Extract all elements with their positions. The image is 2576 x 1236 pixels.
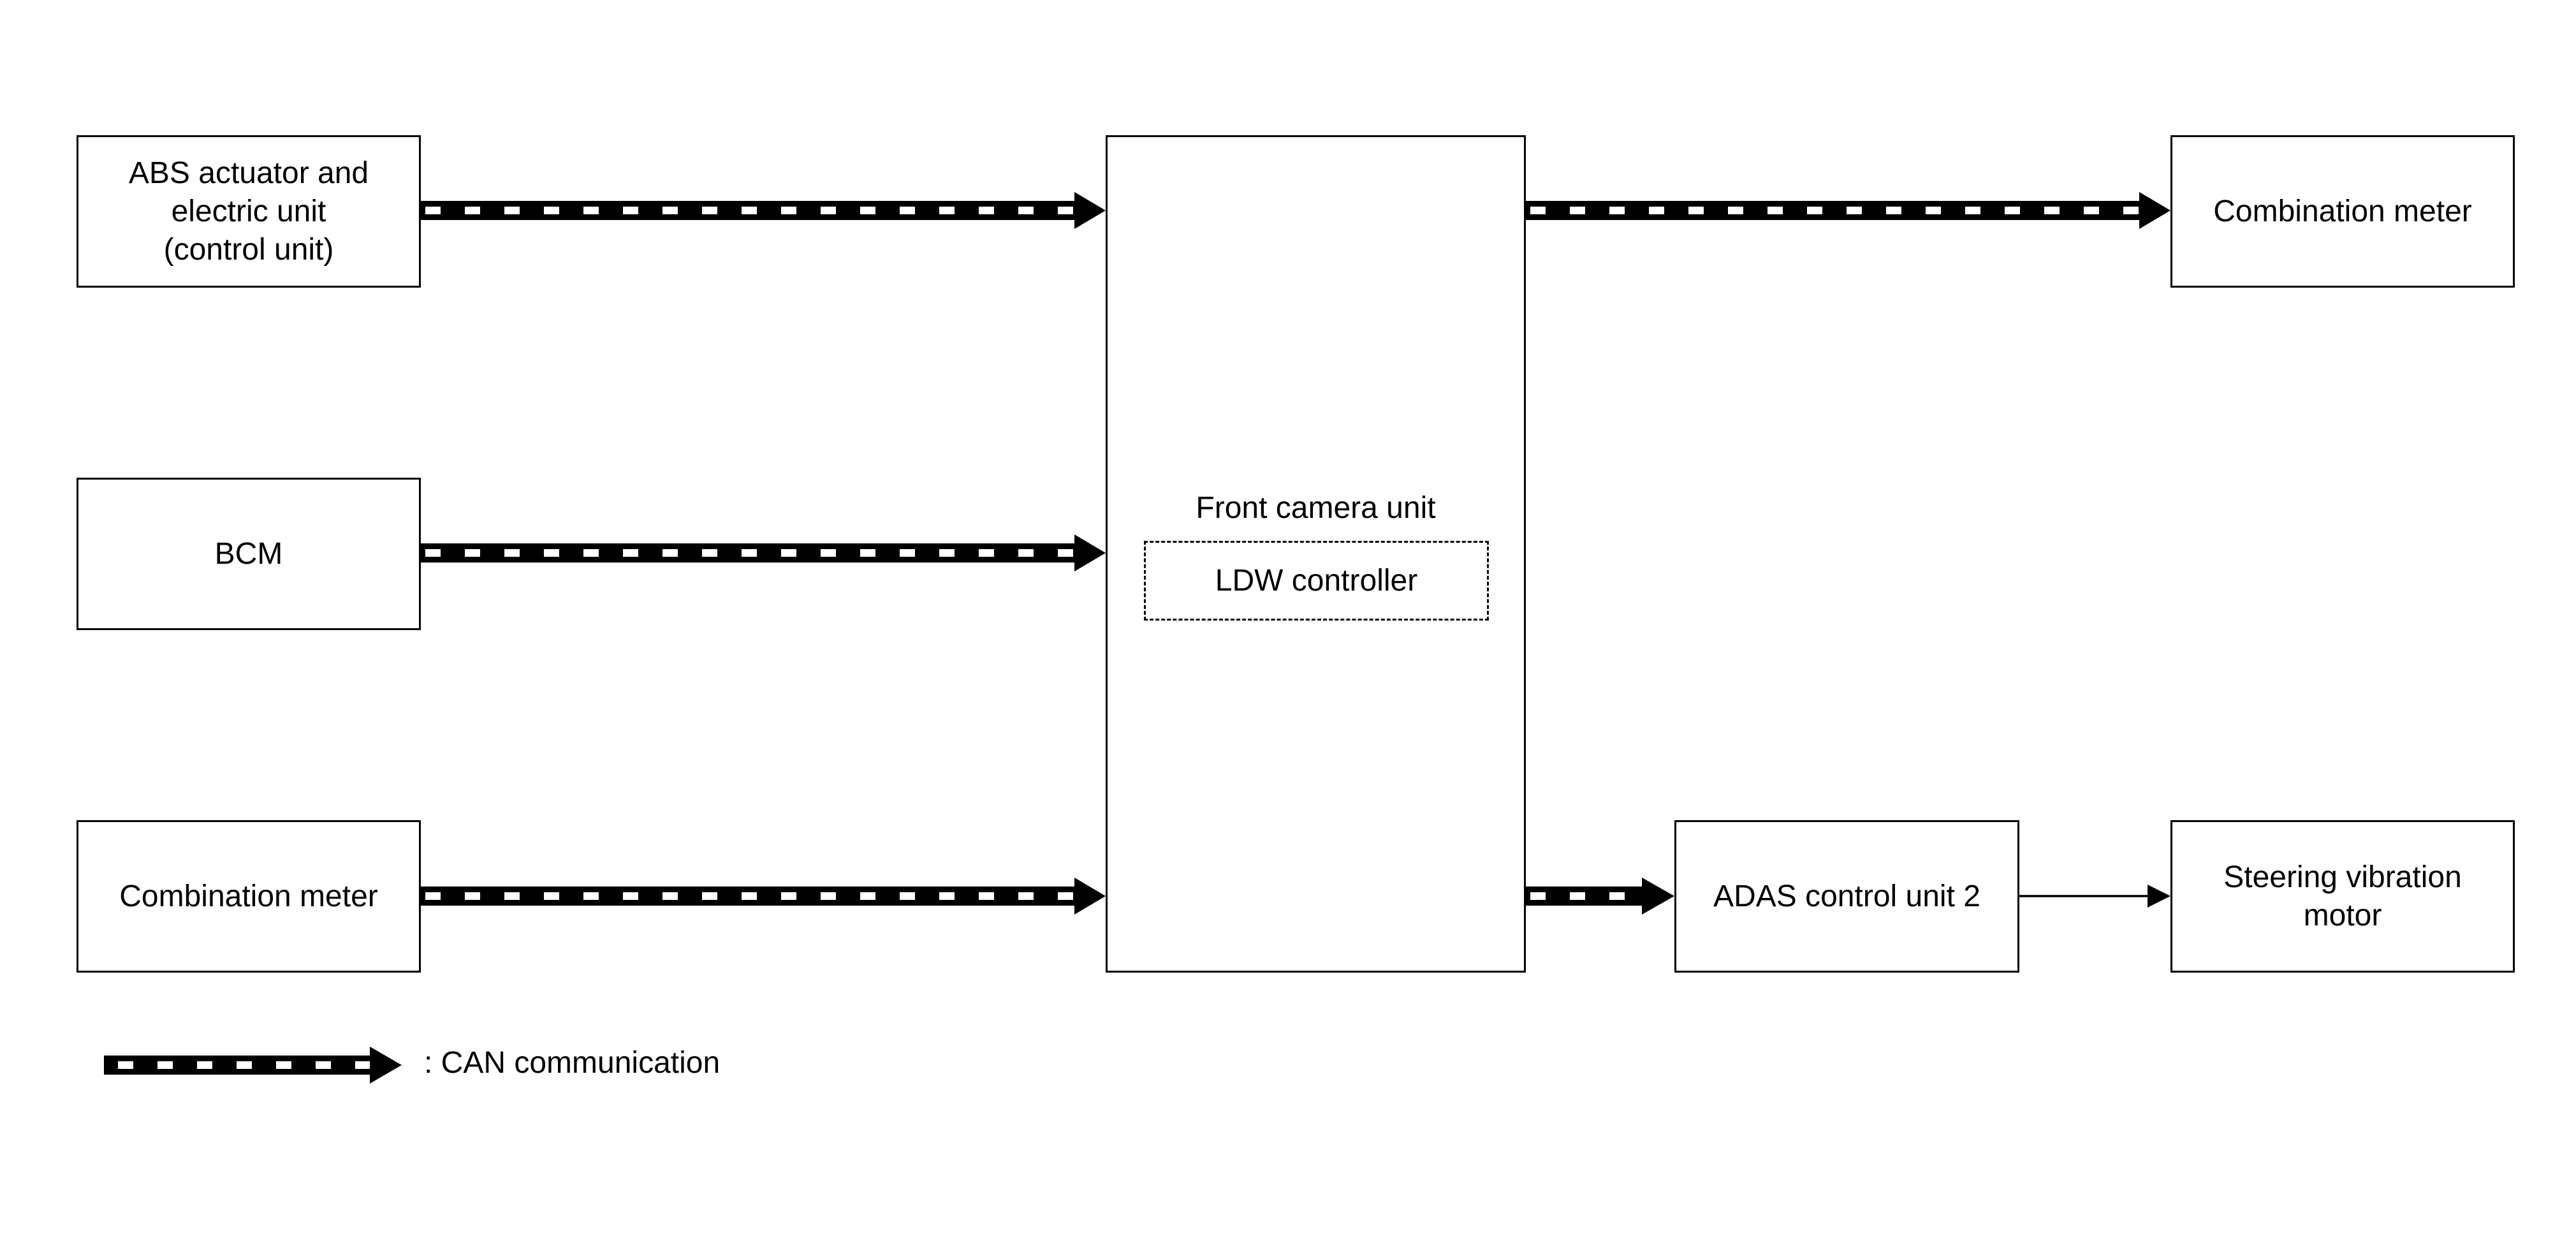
combination-meter-output-box: Combination meter xyxy=(2170,135,2515,288)
can-arrow-abs-to-front-camera xyxy=(421,192,1106,229)
abs-actuator-label: ABS actuator and electric unit (control … xyxy=(128,156,369,267)
ldw-controller-label: LDW controller xyxy=(1215,563,1418,598)
abs-actuator-box: ABS actuator and electric unit (control … xyxy=(77,135,421,288)
ldw-controller-box: LDW controller xyxy=(1144,541,1489,621)
legend-can-label: : CAN communication xyxy=(424,1046,721,1080)
front-camera-unit-label: Front camera unit xyxy=(1196,491,1436,525)
front-camera-unit-box: Front camera unit LDW controller xyxy=(1106,135,1526,973)
bcm-label: BCM xyxy=(214,536,283,571)
steering-vibration-motor-label: Steering vibration motor xyxy=(2223,860,2462,932)
combination-meter-input-box: Combination meter xyxy=(77,820,421,973)
can-arrow-front-camera-to-combination-meter xyxy=(1526,192,2170,229)
can-arrow-bcm-to-front-camera xyxy=(421,534,1106,571)
adas-control-unit-box: ADAS control unit 2 xyxy=(1674,820,2019,973)
can-arrow-combination-meter-to-front-camera xyxy=(421,878,1106,915)
adas-control-unit-label: ADAS control unit 2 xyxy=(1713,879,1980,913)
can-arrow-front-camera-to-adas xyxy=(1526,878,1674,915)
legend-can-arrow-icon xyxy=(104,1047,402,1084)
signal-arrow-adas-to-steering xyxy=(2019,885,2170,908)
combination-meter-output-label: Combination meter xyxy=(2213,194,2472,228)
combination-meter-input-label: Combination meter xyxy=(119,879,378,913)
bcm-box: BCM xyxy=(77,478,421,630)
steering-vibration-motor-box: Steering vibration motor xyxy=(2170,820,2515,973)
